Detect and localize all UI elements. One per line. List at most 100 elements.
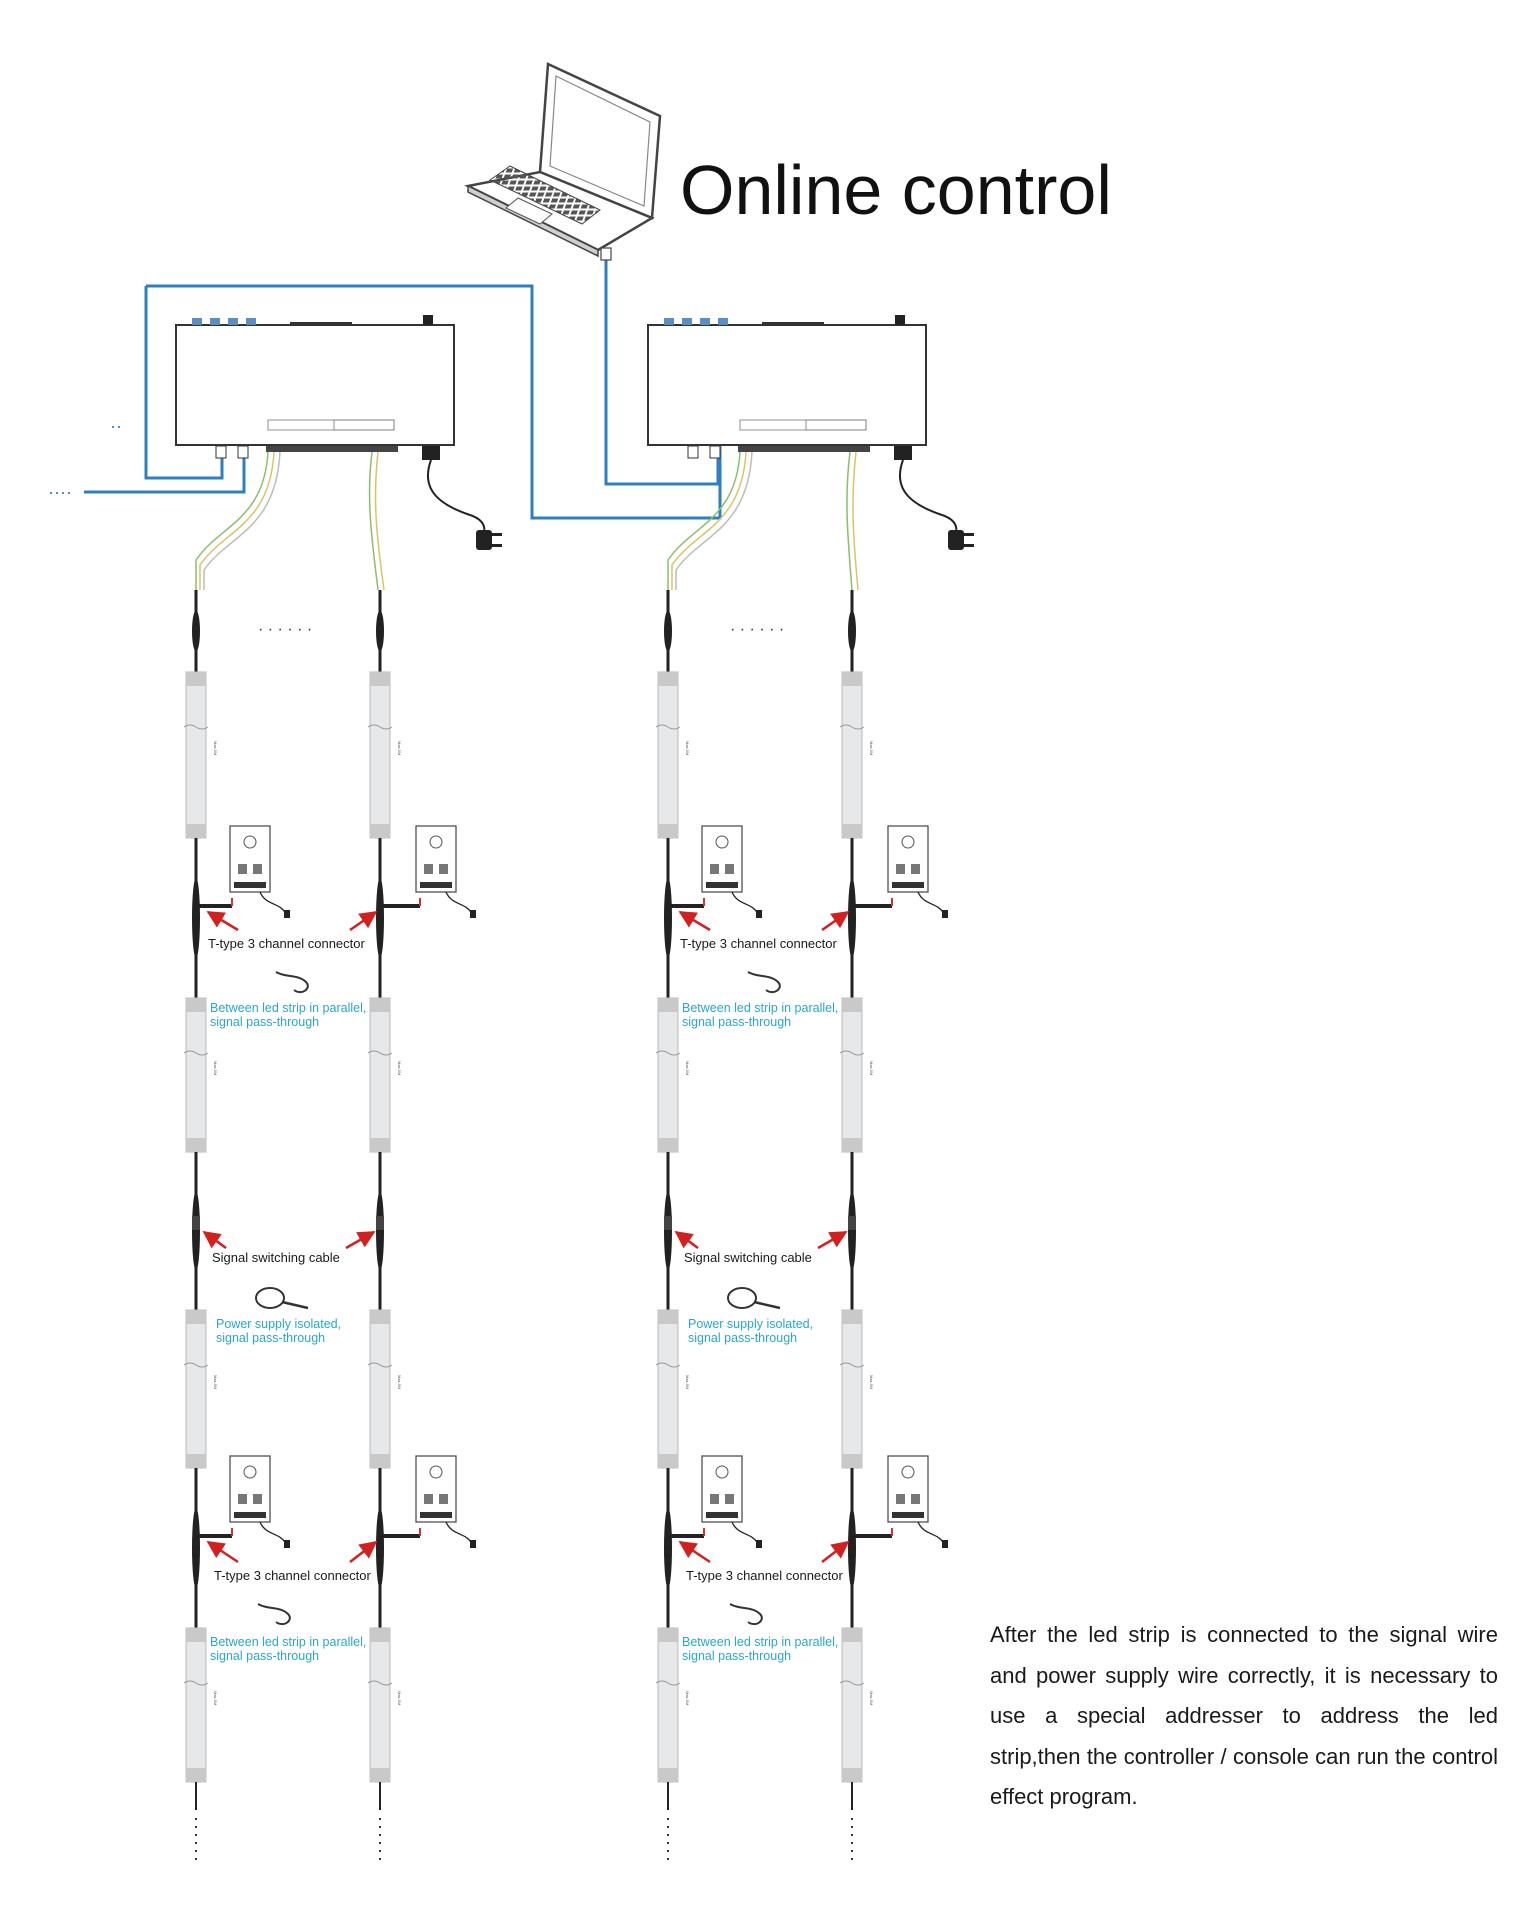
isolated-note-line1: Power supply isolated, bbox=[216, 1317, 341, 1331]
parallel-note-line2: signal pass-through bbox=[682, 1649, 791, 1663]
led-strip: Max.5M bbox=[839, 997, 874, 1153]
cable-connector-icon bbox=[664, 1191, 672, 1271]
strip-length-label: Max.5M bbox=[869, 1375, 874, 1389]
continuation-dots: ·· bbox=[110, 416, 122, 436]
led-strip: Max.5M bbox=[183, 1309, 218, 1469]
power-plug-icon bbox=[756, 910, 762, 918]
arrow-icon bbox=[349, 1540, 378, 1563]
arrow-icon bbox=[206, 1540, 239, 1564]
power-plug-icon bbox=[470, 910, 476, 918]
switch-cable-joint bbox=[848, 1216, 856, 1230]
power-plug-icon bbox=[942, 910, 948, 918]
isolated-note-line2: signal pass-through bbox=[216, 1331, 325, 1345]
cable-connector-icon bbox=[848, 1508, 856, 1588]
cable-connector-icon bbox=[848, 610, 856, 652]
parallel-note-line1: Between led strip in parallel, bbox=[682, 1635, 838, 1649]
page-title: Online control bbox=[680, 151, 1112, 229]
strip-length-label: Max.5M bbox=[213, 1691, 218, 1705]
led-strip: Max.5M bbox=[839, 671, 874, 839]
isolated-note-line1: Power supply isolated, bbox=[688, 1317, 813, 1331]
arrow-icon bbox=[345, 1230, 376, 1250]
cable-connector-icon bbox=[664, 610, 672, 652]
strip-column: Max.5M Max.5M Max.5M Max.5M bbox=[655, 590, 762, 1862]
led-strip: Max.5M bbox=[655, 1627, 690, 1783]
output-wires bbox=[195, 451, 859, 591]
power-driver-icon bbox=[229, 825, 290, 918]
cable-sample-icon bbox=[753, 1300, 781, 1310]
arrow-icon bbox=[821, 910, 850, 932]
arrow-icon bbox=[678, 1540, 711, 1564]
arrow-icon bbox=[674, 1230, 699, 1250]
strip-length-label: Max.5M bbox=[685, 1691, 690, 1705]
power-plug-icon bbox=[948, 530, 974, 550]
led-strip: Max.5M bbox=[367, 997, 402, 1153]
cable-sample-icon bbox=[275, 971, 309, 994]
cable-connector-icon bbox=[848, 1191, 856, 1271]
arrow-icon bbox=[821, 1540, 850, 1563]
parallel-note-line1: Between led strip in parallel, bbox=[682, 1001, 838, 1015]
strip-column: Max.5M Max.5M Max.5M Max.5M bbox=[183, 590, 290, 1862]
led-strip: Max.5M bbox=[183, 1627, 218, 1783]
arrow-icon bbox=[678, 910, 711, 932]
power-plug-icon bbox=[284, 910, 290, 918]
parallel-note-line2: signal pass-through bbox=[210, 1649, 319, 1663]
parallel-note-line1: Between led strip in parallel, bbox=[210, 1635, 366, 1649]
power-driver-icon bbox=[701, 1455, 762, 1548]
parallel-note-line1: Between led strip in parallel, bbox=[210, 1001, 366, 1015]
cable-connector-icon bbox=[376, 1508, 384, 1588]
led-strip: Max.5M bbox=[367, 671, 402, 839]
continuation-dots: · · · · · · bbox=[730, 621, 784, 638]
t-connector-label: T-type 3 channel connector bbox=[686, 1568, 843, 1583]
led-strip: Max.5M bbox=[655, 1309, 690, 1469]
isolated-note-line2: signal pass-through bbox=[688, 1331, 797, 1345]
power-plug-icon bbox=[756, 1540, 762, 1548]
parallel-note-line2: signal pass-through bbox=[210, 1015, 319, 1029]
cable-connector-icon bbox=[376, 1191, 384, 1271]
strip-length-label: Max.5M bbox=[213, 1375, 218, 1389]
arrow-icon bbox=[206, 910, 239, 932]
strip-length-label: Max.5M bbox=[869, 741, 874, 755]
strip-column: Max.5M Max.5M Max.5M Max.5M bbox=[839, 590, 948, 1862]
led-strip: Max.5M bbox=[183, 671, 218, 839]
cable-connector-icon bbox=[192, 1191, 200, 1271]
cable-connector-icon bbox=[376, 610, 384, 652]
power-plug-icon bbox=[942, 1540, 948, 1548]
cable-sample-icon bbox=[281, 1300, 309, 1310]
power-plug-icon bbox=[284, 1540, 290, 1548]
controller-1 bbox=[175, 315, 502, 550]
switch-cable-label: Signal switching cable bbox=[684, 1250, 812, 1265]
led-strip: Max.5M bbox=[839, 1309, 874, 1469]
cable-sample-icon bbox=[727, 1287, 757, 1309]
strip-length-label: Max.5M bbox=[869, 1061, 874, 1075]
strip-length-label: Max.5M bbox=[397, 1691, 402, 1705]
power-driver-icon bbox=[887, 825, 948, 918]
cable-connector-icon bbox=[192, 610, 200, 652]
switch-cable-joint bbox=[664, 1216, 672, 1230]
description-text: After the led strip is connected to the … bbox=[990, 1622, 1498, 1809]
t-connector-label: T-type 3 channel connector bbox=[214, 1568, 371, 1583]
continuation-dots: ···· bbox=[48, 482, 72, 502]
led-strip: Max.5M bbox=[655, 671, 690, 839]
switch-cable-label: Signal switching cable bbox=[212, 1250, 340, 1265]
led-strip: Max.5M bbox=[839, 1627, 874, 1783]
continuation-dots: · · · · · · bbox=[258, 621, 312, 638]
cable-connector-icon bbox=[664, 1508, 672, 1588]
power-driver-icon bbox=[701, 825, 762, 918]
strip-length-label: Max.5M bbox=[397, 741, 402, 755]
strip-length-label: Max.5M bbox=[213, 1061, 218, 1075]
cable-connector-icon bbox=[848, 878, 856, 958]
cable-connector-icon bbox=[376, 878, 384, 958]
parallel-note-line2: signal pass-through bbox=[682, 1015, 791, 1029]
led-strip: Max.5M bbox=[183, 997, 218, 1153]
switch-cable-joint bbox=[376, 1216, 384, 1230]
strip-length-label: Max.5M bbox=[685, 1061, 690, 1075]
strip-length-label: Max.5M bbox=[397, 1061, 402, 1075]
switch-cable-joint bbox=[192, 1216, 200, 1230]
t-connector-label: T-type 3 channel connector bbox=[208, 936, 365, 951]
arrow-icon bbox=[202, 1230, 227, 1250]
power-driver-icon bbox=[229, 1455, 290, 1548]
network-cables bbox=[84, 258, 722, 520]
led-strip: Max.5M bbox=[367, 1627, 402, 1783]
